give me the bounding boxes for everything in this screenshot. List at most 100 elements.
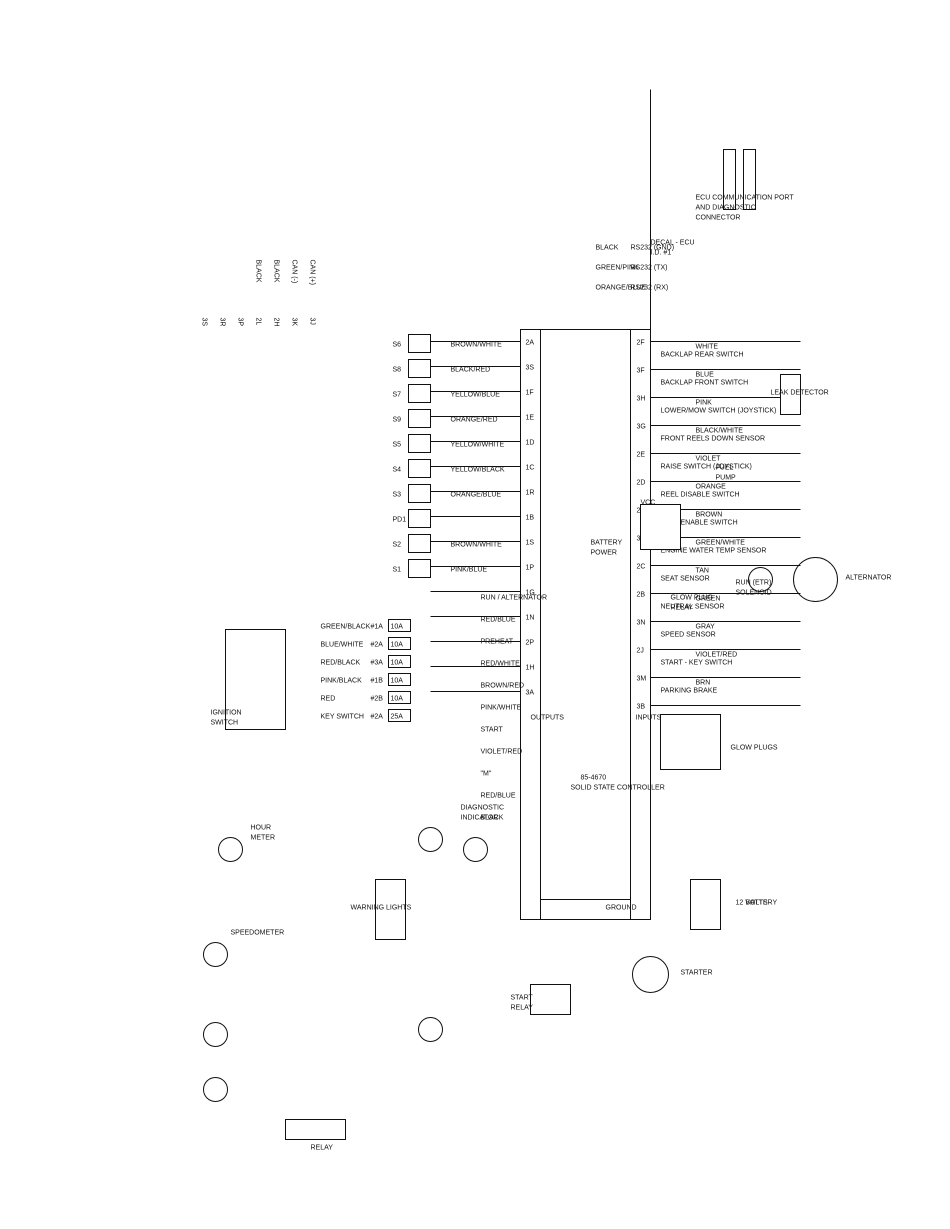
engine-components: ALTERNATOR RUN (ETR) SOLENOID GLOW PLUG … — [639, 504, 891, 770]
solenoid-label: S3 — [392, 492, 401, 499]
fuse-id: #2A — [370, 714, 383, 721]
output-color-label: BROWN/WHITE — [450, 542, 502, 549]
output-pin-label: 1G — [525, 590, 534, 597]
input-color-label: GREEN — [695, 596, 720, 603]
solenoid-label: S8 — [392, 367, 401, 374]
starter-symbol — [631, 956, 669, 993]
fuse-id: #2B — [370, 696, 383, 703]
top-pin-label: 3K — [290, 318, 297, 327]
leak-detector: LEAK DETECTOR FUEL PUMP — [715, 374, 828, 482]
solenoid-coil — [407, 359, 431, 378]
solenoid-coil — [407, 559, 431, 578]
output-pin-label: 3A — [525, 690, 534, 697]
input-name-label: ENGINE WATER TEMP SENSOR — [660, 548, 766, 555]
output-misc-label: RUN / ALTERNATOR — [480, 595, 547, 602]
controller-title-1: 85-4670 — [580, 775, 606, 782]
solenoid-label: S4 — [392, 467, 401, 474]
top-wire-label: CAN (-) — [290, 260, 297, 284]
ecu-decal-2: I.D. #1 — [650, 250, 671, 257]
input-name-label: BACKLAP FRONT SWITCH — [660, 380, 748, 387]
input-name-label: REEL ENABLE SWITCH — [660, 520, 737, 527]
solid-state-controller: 85-4670 SOLID STATE CONTROLLER INPUTS OU… — [519, 329, 664, 920]
fuse — [387, 619, 411, 632]
solenoid-label: S6 — [392, 342, 401, 349]
hour-1: HOUR — [250, 825, 271, 832]
battery-label-2: POWER — [590, 550, 616, 557]
vcc-label: VCC — [640, 500, 655, 507]
input-pin-label: 2E — [636, 452, 645, 459]
rs232-rx-color: ORANGE/BLUE — [595, 285, 646, 292]
solenoid-label: S1 — [392, 567, 401, 574]
battery-label-1: BATTERY — [590, 540, 622, 547]
input-color-label: BRN — [695, 680, 710, 687]
hour-2: METER — [250, 835, 275, 842]
output-color-label: ORANGE/RED — [450, 417, 497, 424]
ecu-connector-a — [742, 149, 756, 210]
fuse-wire-color: PINK/BLACK — [320, 678, 362, 685]
speedometer-label: SPEEDOMETER — [230, 930, 284, 937]
fuse — [387, 673, 411, 686]
warning-lights-box — [374, 879, 406, 940]
start-relay-2: RELAY — [510, 1005, 533, 1012]
leak-detector-label: LEAK DETECTOR — [770, 390, 828, 397]
rs232-tx-color: GREEN/PINK — [595, 265, 639, 272]
output-misc-label: START — [480, 727, 503, 734]
top-pin-label: 3J — [308, 318, 315, 325]
output-pin-label: 1R — [525, 490, 534, 497]
fuse — [387, 655, 411, 668]
glow-plugs-label: GLOW PLUGS — [730, 745, 777, 752]
input-name-label: SPEED SENSOR — [660, 632, 715, 639]
fuse — [387, 691, 411, 704]
ecu-decal-1: DECAL - ECU — [650, 240, 694, 247]
relay-label: RELAY — [310, 1145, 333, 1152]
ignition-switch-box — [224, 629, 286, 730]
start-relay-1: START — [510, 995, 533, 1002]
input-pin-label: 3H — [636, 396, 645, 403]
input-pin-label: 2B — [636, 592, 645, 599]
solenoid-label: S7 — [392, 392, 401, 399]
output-color-label: PINK/BLUE — [450, 567, 487, 574]
rs232-gnd-color: BLACK — [595, 245, 618, 252]
output-pin-label: 1C — [525, 465, 534, 472]
output-color-label: BLACK/RED — [450, 367, 490, 374]
input-name-label: NEUTRAL SENSOR — [660, 604, 724, 611]
solenoid-label: S2 — [392, 542, 401, 549]
input-pin-label: 3M — [636, 676, 646, 683]
fuse-id: #1B — [370, 678, 383, 685]
ecu-port-1: ECU COMMUNICATION PORT — [695, 195, 794, 202]
run-solenoid-2: SOLENOID — [735, 590, 771, 597]
output-misc-label: BROWN/RED — [480, 683, 524, 690]
battery-volts: 12 VOLTS — [735, 900, 767, 907]
fuse — [387, 637, 411, 650]
input-name-label: BACKLAP REAR SWITCH — [660, 352, 743, 359]
rs232-gnd: RS232 (GND) — [630, 245, 674, 252]
input-name-label: RAISE SWITCH (JOYSTICK) — [660, 464, 751, 471]
input-pin-label: 3B — [636, 704, 645, 711]
output-misc-label: RED/WHITE — [480, 661, 520, 668]
fuse-amps: 10A — [390, 660, 403, 667]
warning-lights-label: WARNING LIGHTS — [350, 905, 411, 912]
output-pin-label: 1P — [525, 565, 534, 572]
glow-relay-1: GLOW PLUG — [670, 595, 712, 602]
fuse-amps: 25A — [390, 714, 403, 721]
input-pin-label: 2J — [636, 648, 643, 655]
output-pin-label: 1B — [525, 515, 534, 522]
fuse-block: 10A#1AGREEN/BLACK10A#2ABLUE/WHITE10A#3AR… — [320, 619, 411, 722]
output-pin-label: 3S — [525, 365, 534, 372]
fuse-amps: 10A — [390, 696, 403, 703]
input-color-label: ORANGE — [695, 484, 726, 491]
input-color-label: BROWN — [695, 512, 722, 519]
top-pin-label: 3P — [236, 318, 243, 327]
fuse-id: #3A — [370, 660, 383, 667]
output-misc-label: "M" — [480, 771, 491, 778]
fuse-wire-color: GREEN/BLACK — [320, 624, 370, 631]
top-wire-label: BLACK — [272, 260, 279, 283]
output-misc-label: PREHEAT — [480, 639, 513, 646]
ignition-title-2: SWITCH — [210, 720, 238, 727]
output-pin-label: 1S — [525, 540, 534, 547]
output-misc-label: BLACK — [480, 815, 503, 822]
fuse-wire-color: RED — [320, 696, 335, 703]
